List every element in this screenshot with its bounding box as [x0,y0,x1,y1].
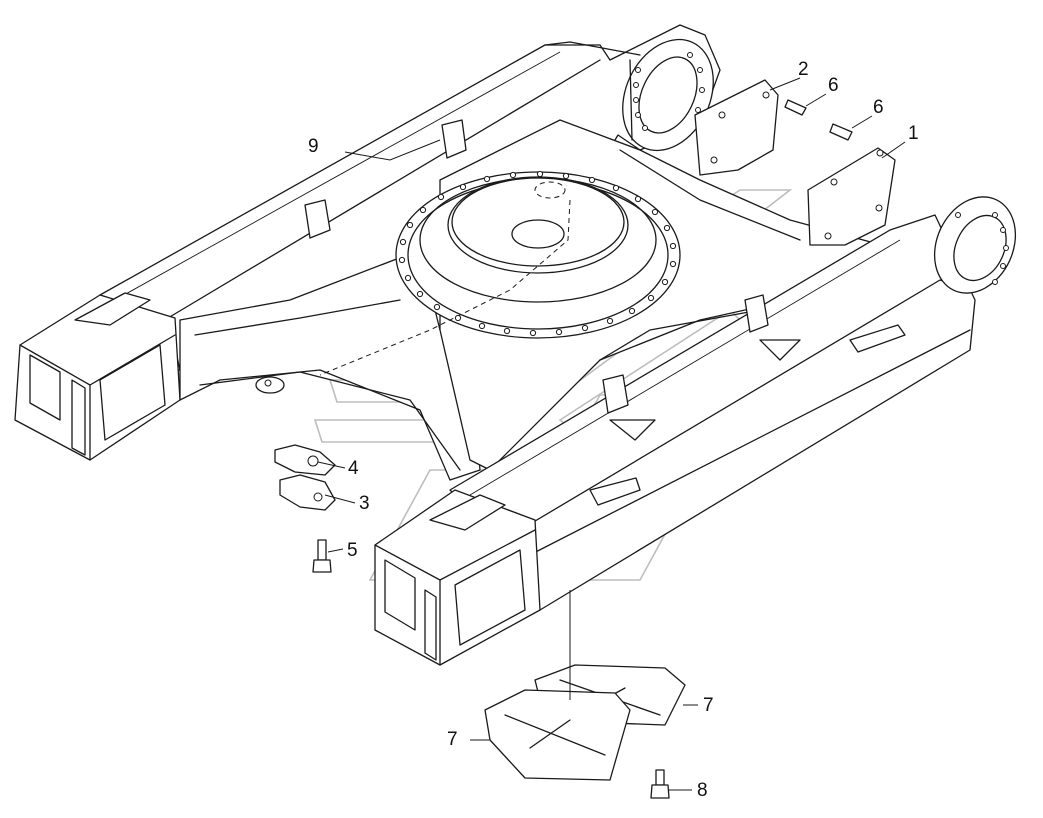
callout-7a: 7 [703,695,714,716]
side-frame-lower [449,196,1017,611]
swing-ring-bolt-holes [398,170,677,337]
cover-plate-upper [694,79,779,176]
callout-2: 2 [798,59,809,80]
cover-bolts [784,99,853,141]
callout-4: 4 [348,458,359,479]
small-plates [274,444,336,511]
callout-8: 8 [697,780,708,801]
callout-6b: 6 [873,97,884,118]
callout-9: 9 [308,136,319,157]
track-guide-brackets [304,119,906,506]
callout-5: 5 [347,540,358,561]
under-cover-plates [484,590,686,781]
lower-sprocket-bolt-holes [955,212,1009,285]
frame-end-left [14,292,181,461]
callout-3: 3 [359,493,370,514]
upper-sprocket-bolt-holes [633,52,705,131]
callout-6a: 6 [828,75,839,96]
callout-7b: 7 [447,729,458,750]
callout-labels: 1 2 3 4 5 6 6 7 7 8 9 [308,59,919,801]
mount-bolt [312,539,332,573]
swing-ring [319,170,681,376]
callout-1: 1 [908,123,919,144]
under-cover-bolt [650,769,670,799]
frame-end-right [374,489,541,666]
cover-plate-lower [807,147,896,246]
leader-lines [317,77,906,791]
